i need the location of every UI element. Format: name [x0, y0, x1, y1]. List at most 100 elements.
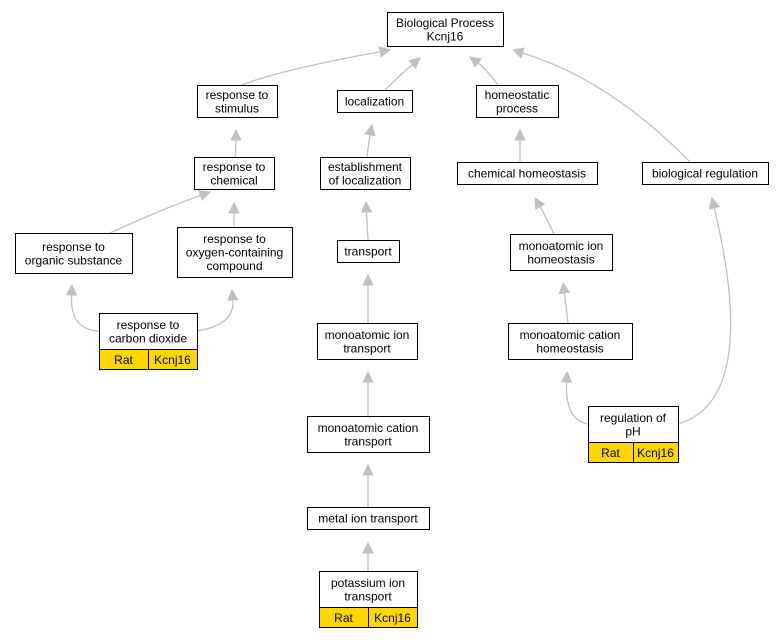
go-term-biological-regulation[interactable]: biological regulation: [642, 162, 769, 185]
node-box: [197, 85, 278, 118]
edge-response_to_oxygen_compound-to-response_to_chemical: [228, 201, 240, 227]
edge-monoatomic_ion_transport-to-transport: [362, 273, 374, 323]
edge-line: [384, 63, 413, 91]
node-label-line: transport: [343, 341, 391, 355]
edge-regulation_of_ph-to-monoatomic_cation_homeostasis: [560, 370, 589, 425]
node-box: [642, 162, 769, 185]
node-box: [319, 571, 418, 608]
edge-line: [539, 206, 555, 235]
node-label-line: stimulus: [215, 101, 259, 115]
node-label-line: of localization: [329, 173, 402, 187]
node-label-line: establishment: [328, 160, 403, 174]
node-label-line: metal ion transport: [318, 512, 418, 526]
edge-line: [109, 194, 201, 234]
edge-localization-to-root: [384, 57, 421, 91]
edge-line: [565, 381, 589, 425]
node-label-line: transport: [344, 245, 392, 259]
gene-cell: [148, 349, 198, 370]
go-term-chemical-homeostasis[interactable]: chemical homeostasis: [457, 162, 598, 185]
node-label-line: carbon dioxide: [109, 331, 187, 345]
edge-establishment_of_localization-to-localization: [364, 123, 376, 158]
edge-arrowhead: [362, 463, 374, 476]
node-label-line: homeostatic: [485, 88, 550, 102]
node-box: [320, 157, 411, 190]
node-label-line: Kcnj16: [427, 29, 464, 43]
node-box: [337, 90, 413, 113]
go-term-localization[interactable]: localization: [337, 90, 413, 113]
edge-arrowhead: [362, 541, 374, 554]
gene-label: Kcnj16: [374, 611, 411, 625]
node-label-line: response to: [42, 240, 105, 254]
edge-line: [522, 52, 691, 163]
node-label-line: process: [496, 101, 538, 115]
node-label-line: oxygen-containing: [186, 246, 283, 260]
edge-line: [677, 207, 732, 425]
node-label-line: pH: [625, 424, 640, 438]
node-label-line: homeostasis: [536, 341, 603, 355]
gene-label: Kcnj16: [637, 446, 674, 460]
edge-homeostatic_process-to-root: [469, 56, 499, 86]
node-label-line: regulation of: [600, 411, 667, 425]
edge-response_to_chemical-to-response_to_stimulus: [230, 128, 242, 158]
edge-layer: [65, 46, 732, 571]
node-label-line: Biological Process: [396, 16, 494, 30]
edge-line: [366, 134, 371, 158]
gene-cell: [633, 442, 679, 463]
node-box: [307, 416, 430, 453]
species-label: Rat: [334, 611, 353, 625]
gene-label: Kcnj16: [154, 353, 191, 367]
node-label-line: compound: [206, 259, 262, 273]
node-box: [508, 323, 633, 360]
edge-monoatomic_cation_transport-to-monoatomic_ion_transport: [362, 370, 374, 416]
node-label-line: monoatomic cation: [520, 328, 621, 342]
edge-response_to_carbon_dioxide-to-response_to_oxygen_compound: [196, 288, 239, 332]
edge-response_to_organic_substance-to-response_to_chemical: [109, 190, 212, 234]
node-box: [476, 85, 559, 118]
edge-response_to_stimulus-to-root: [241, 46, 392, 86]
node-box: [510, 234, 613, 271]
edge-arrowhead: [364, 123, 376, 137]
edge-arrowhead: [560, 370, 573, 383]
species-label: Rat: [114, 353, 133, 367]
edge-arrowhead: [227, 288, 239, 301]
edge-line: [196, 299, 234, 332]
go-term-transport[interactable]: transport: [337, 240, 400, 263]
edge-arrowhead: [228, 201, 240, 214]
node-label-line: organic substance: [25, 253, 123, 267]
edge-monoatomic_ion_homeostasis-to-chemical_homeostasis: [534, 197, 555, 235]
node-label-line: homeostasis: [527, 252, 594, 266]
species-label: Rat: [601, 446, 620, 460]
edge-arrowhead: [708, 196, 721, 210]
go-term-metal-ion-transport[interactable]: metal ion transport: [307, 507, 430, 530]
gene-cell: [368, 607, 418, 628]
edge-metal_ion_transport-to-monoatomic_cation_transport: [362, 463, 374, 507]
edge-arrowhead: [230, 128, 242, 141]
edge-chemical_homeostasis-to-homeostatic_process: [514, 128, 526, 162]
edge-line: [563, 292, 569, 324]
edge-response_to_carbon_dioxide-to-response_to_organic_substance: [65, 283, 100, 332]
node-box: [337, 240, 400, 263]
edge-line: [477, 62, 499, 86]
node-box: [457, 162, 598, 185]
node-label-line: response to: [206, 88, 269, 102]
node-box: [307, 507, 430, 530]
edge-arrowhead: [360, 200, 373, 213]
edge-arrowhead: [511, 47, 525, 59]
node-label-line: biological regulation: [652, 167, 758, 181]
node-label-line: transport: [344, 589, 392, 603]
